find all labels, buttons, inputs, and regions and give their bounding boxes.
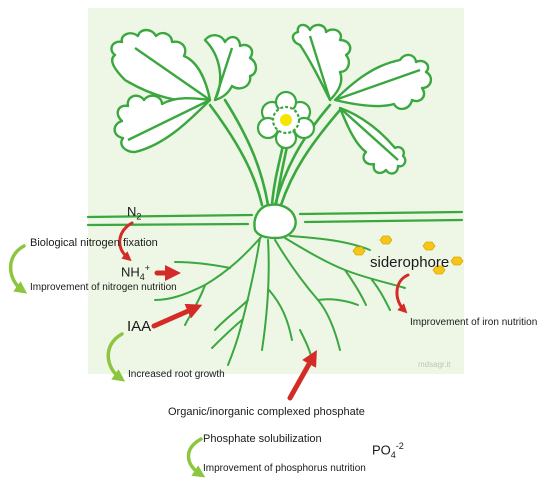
- label-n2: N2: [127, 204, 142, 222]
- siderophore-hexagons: [352, 235, 464, 275]
- label-siderophore: siderophore: [370, 254, 450, 271]
- left-leaves: [110, 28, 258, 154]
- hexagon-icon: [450, 256, 464, 266]
- right-leaves: [291, 23, 433, 175]
- red-arrow-icon: [151, 303, 203, 329]
- label-iaa: IAA: [127, 318, 152, 335]
- soil-surface-lines: [86, 210, 464, 227]
- red-arrow-icon: [395, 273, 410, 314]
- roots: [154, 235, 406, 366]
- green-cycle-arrow-icon: [106, 332, 126, 382]
- red-arrow-icon: [118, 221, 134, 262]
- hexagon-icon: [432, 265, 446, 275]
- label-improvement-iron: Improvement of iron nutrition: [410, 317, 538, 328]
- label-increased-root-growth: Increased root growth: [128, 369, 225, 380]
- label-nh4: NH4+: [121, 263, 151, 282]
- label-po4: PO4-2: [372, 441, 404, 460]
- hexagon-icon: [422, 241, 436, 251]
- label-improvement-nitrogen: Improvement of nitrogen nutrition: [30, 282, 177, 293]
- green-cycle-arrow-icon: [186, 437, 206, 478]
- green-cycle-arrow-icon: [8, 244, 28, 294]
- label-biological-nitrogen-fixation: Biological nitrogen fixation: [30, 237, 158, 249]
- label-improvement-phosphorus: Improvement of phosphorus nutrition: [203, 463, 366, 474]
- label-phosphate-solubilization: Phosphate solubilization: [203, 433, 322, 445]
- hexagon-icon: [352, 246, 366, 256]
- label-complexed-phosphate: Organic/inorganic complexed phosphate: [168, 406, 365, 418]
- flower-center: [280, 114, 292, 126]
- hexagon-icon: [379, 235, 393, 245]
- watermark: mdsagr.it: [418, 360, 451, 369]
- plant-crown: [253, 203, 297, 240]
- red-arrow-icon: [287, 350, 317, 401]
- green-cycle-arrows: [8, 244, 206, 478]
- flower: [256, 90, 316, 150]
- red-arrows: [118, 221, 410, 401]
